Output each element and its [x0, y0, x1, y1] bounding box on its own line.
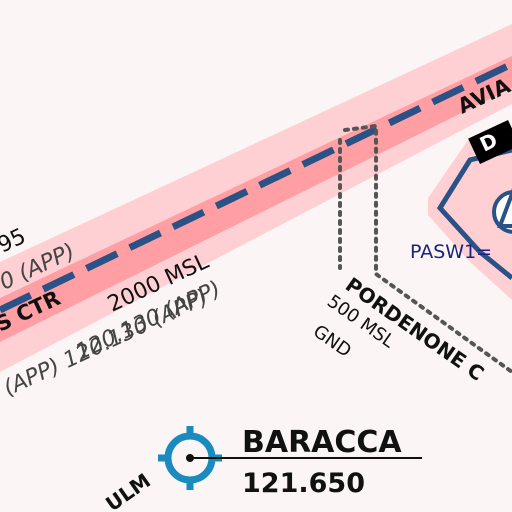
ctr-band-inner	[0, 56, 512, 342]
airspace-class-box	[468, 120, 512, 164]
pordenone-dotted-boundary	[338, 123, 512, 374]
airport-triangle-icon	[497, 188, 512, 228]
pasw-label: PASW1=	[410, 241, 492, 263]
airfield-name-label: BARACCA	[242, 425, 402, 460]
aviano-area-shading	[428, 130, 512, 300]
airfield-freq-label: 121.650	[242, 468, 365, 499]
